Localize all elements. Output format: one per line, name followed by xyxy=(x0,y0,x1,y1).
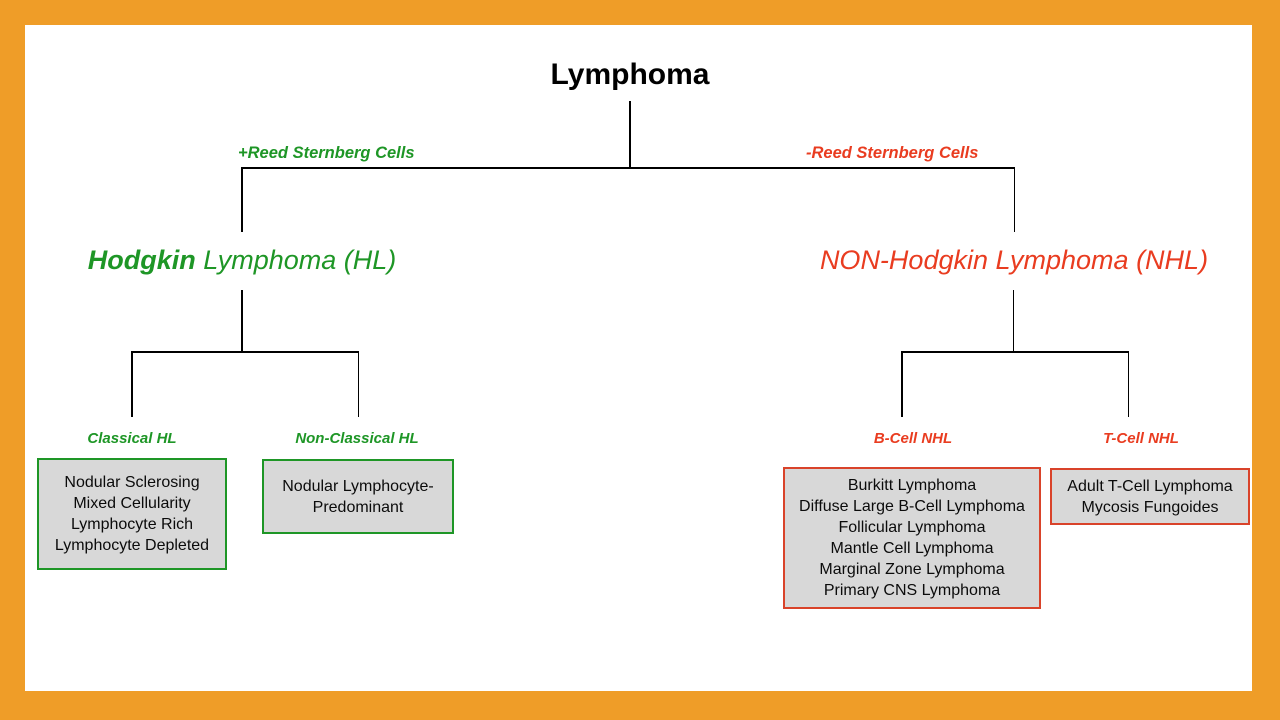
hodgkin-heading-bold: Hodgkin xyxy=(87,245,196,275)
b-cell-nhl-item: Follicular Lymphoma xyxy=(838,519,986,536)
classical-hl-item: Mixed Cellularity xyxy=(73,495,191,512)
b-cell-nhl-box: Burkitt Lymphoma Diffuse Large B-Cell Ly… xyxy=(783,467,1041,609)
b-cell-nhl-item: Diffuse Large B-Cell Lymphoma xyxy=(799,498,1025,515)
connector-nhl-stem xyxy=(1012,290,1014,352)
b-cell-nhl-item: Primary CNS Lymphoma xyxy=(823,582,1001,599)
non-hodgkin-heading: NON-Hodgkin Lymphoma (NHL) xyxy=(819,245,1209,275)
connector-hl-stem xyxy=(241,290,243,352)
t-cell-nhl-label: T-Cell NHL xyxy=(1103,430,1179,447)
b-cell-nhl-item: Burkitt Lymphoma xyxy=(847,477,977,494)
connector-hl-to-non-classical xyxy=(357,351,359,417)
connector-root-to-nhl xyxy=(1013,167,1015,232)
classical-hl-item: Nodular Sclerosing xyxy=(64,474,200,491)
classical-hl-item: Lymphocyte Depleted xyxy=(54,537,210,554)
classical-hl-label: Classical HL xyxy=(87,430,177,447)
reed-sternberg-positive-label: +Reed Sternberg Cells xyxy=(238,144,415,162)
hodgkin-heading: Hodgkin Lymphoma (HL) xyxy=(88,245,397,276)
t-cell-nhl-item: Mycosis Fungoides xyxy=(1081,498,1219,516)
diagram-title: Lymphoma xyxy=(550,58,710,91)
diagram-panel xyxy=(25,25,1252,691)
connector-nhl-to-b-cell xyxy=(901,351,903,417)
t-cell-nhl-box: Adult T-Cell Lymphoma Mycosis Fungoides xyxy=(1050,468,1250,525)
connector-root-stem xyxy=(629,101,631,167)
classical-hl-item: Lymphocyte Rich xyxy=(70,516,194,533)
connector-nhl-to-t-cell xyxy=(1127,351,1129,417)
non-classical-hl-label: Non-Classical HL xyxy=(295,430,419,447)
b-cell-nhl-item: Marginal Zone Lymphoma xyxy=(819,561,1005,578)
reed-sternberg-negative-label: -Reed Sternberg Cells xyxy=(806,144,979,162)
connector-nhl-horizontal xyxy=(901,351,1129,353)
non-classical-hl-box: Nodular Lymphocyte-Predominant xyxy=(262,459,454,534)
b-cell-nhl-label: B-Cell NHL xyxy=(873,430,953,447)
connector-root-horizontal xyxy=(241,167,1015,169)
b-cell-nhl-item: Mantle Cell Lymphoma xyxy=(830,540,994,557)
t-cell-nhl-item: Adult T-Cell Lymphoma xyxy=(1067,477,1233,495)
connector-hl-horizontal xyxy=(131,351,359,353)
connector-hl-to-classical xyxy=(131,351,133,417)
connector-root-to-hl xyxy=(241,167,243,232)
hodgkin-heading-rest: Lymphoma (HL) xyxy=(195,245,397,275)
non-classical-hl-item: Nodular Lymphocyte-Predominant xyxy=(282,477,434,516)
classical-hl-box: Nodular Sclerosing Mixed Cellularity Lym… xyxy=(37,458,227,570)
